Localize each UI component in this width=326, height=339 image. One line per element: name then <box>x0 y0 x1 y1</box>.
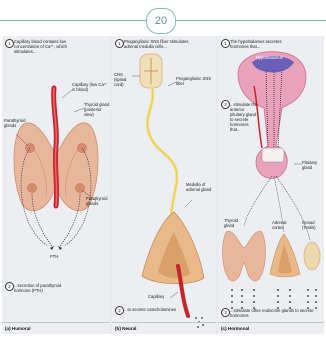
hormonal-step1-text: The hypothalamus secretes hormones that.… <box>230 39 300 49</box>
capillary-label: Capillary (low Ca²⁺ in blood) <box>72 82 108 92</box>
caption-divider <box>2 322 110 323</box>
step-number-2: 2 <box>221 100 230 109</box>
neural-caption: (b) Neural <box>115 326 136 331</box>
hormonal-step2-text: ...stimulate the anterior pituitary glan… <box>230 102 260 132</box>
parathyroid-gland <box>28 184 37 193</box>
hormonal-illustration <box>218 36 324 334</box>
fiber-label: Preganglionic SNS fiber <box>176 76 214 86</box>
step-number-1: 1 <box>221 39 230 48</box>
hormonal-step3-text: ...stimulate other endocrine glands to s… <box>230 308 316 318</box>
testis-shape <box>304 242 320 270</box>
step-number-1: 1 <box>115 39 124 48</box>
capillary-label: Capillary <box>148 294 172 299</box>
gonad-label: Gonad (Testis) <box>302 220 324 230</box>
page-number: 20 <box>155 15 167 27</box>
humoral-step1-text: Capillary blood contains low concentrati… <box>14 39 72 54</box>
thyroid-label: Thyroid gland <box>224 218 246 228</box>
endocrine-stimuli-figure: 1 Capillary blood contains low concentra… <box>2 36 324 334</box>
hormonal-caption: (c) Hormonal <box>221 326 249 331</box>
thyroid-label: Thyroid gland (posterior view) <box>84 102 110 117</box>
pituitary-label: Pituitary gland <box>302 160 324 170</box>
humoral-step2-text: ...secretion of parathyroid hormone (PTH… <box>14 283 74 293</box>
panel-neural: 1 Preganglionic SNS fiber stimulates adr… <box>112 36 216 334</box>
panel-hormonal: 1 The hypothalamus secretes hormones tha… <box>218 36 324 334</box>
step-number-3: 3 <box>221 308 230 317</box>
panel-humoral: 1 Capillary blood contains low concentra… <box>2 36 110 334</box>
step-number-2: 2 <box>115 306 124 315</box>
hormone-dots <box>231 289 317 309</box>
neural-step2-text: ...to secrete catecholamines <box>124 307 184 312</box>
cns-label: CNS (spinal cord) <box>114 72 134 87</box>
page-number-badge: 20 <box>146 8 176 34</box>
step-number-1: 1 <box>5 39 14 48</box>
caption-divider <box>112 322 216 323</box>
pth-label: PTH <box>50 254 70 259</box>
parathyroid-label-right: Parathyroid glands <box>86 196 110 206</box>
adrenal-cortex-label: Adrenal cortex <box>272 220 294 230</box>
caption-divider <box>218 322 324 323</box>
hypothalamus-label: Hypothalamus <box>256 55 296 60</box>
preganglionic-fiber <box>147 88 176 232</box>
neural-step1-text: Preganglionic SNS fiber stimulates adren… <box>124 39 196 49</box>
step-number-2: 2 <box>5 282 14 291</box>
thyroid-gland-shape <box>223 231 266 281</box>
medulla-label: Medulla of adrenal gland <box>186 182 214 192</box>
parathyroid-label-left: Parathyroid glands <box>4 118 30 128</box>
humoral-caption: (a) Humoral <box>5 326 31 331</box>
